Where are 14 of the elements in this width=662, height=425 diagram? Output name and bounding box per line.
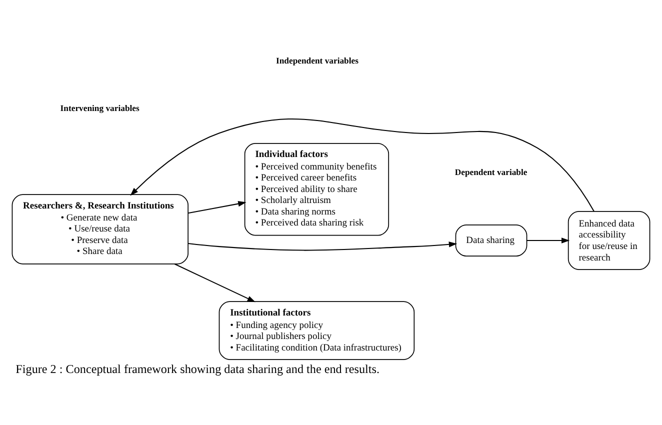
arrow [174,263,256,302]
label: Dependent variable [454,166,528,177]
label: Independent variables [276,54,358,65]
arrow [188,241,458,250]
node-box: Enhanced data accessibility for use/reuse in research [568,210,650,270]
arrow [130,118,594,212]
caption: Figure 2 : Conceptual framework showing data sharing and the end results. [16,361,380,376]
arrow [526,237,570,243]
label: Intervening variables [60,102,140,112]
node-box: Institutional factors • Funding agency policy • Journal publishers policy • Facilitating condition (Data infrastructures) [218,300,415,360]
arrow [188,200,246,214]
node-box: Data sharing [455,224,528,256]
node-box: Individual factors • Perceived community benefits • Perceived career benefits • Perceived ability to share • Scholarly altruism • Data sharing norms • Perceived data sharing risk [244,142,390,236]
node-box: Researchers &, Research Institutions • Generate new data • Use/reuse data • Preserve data • Share data [12,194,188,264]
